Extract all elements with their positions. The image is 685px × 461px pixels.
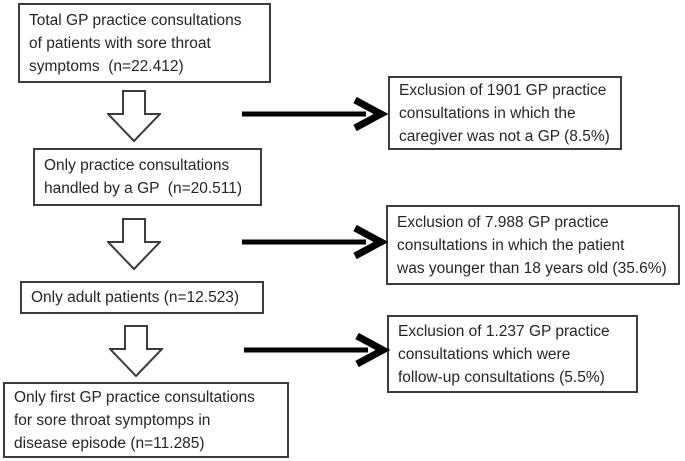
down-arrow-icon	[105, 218, 163, 276]
flow-step-gp-handled: Only practice consultations handled by a…	[33, 148, 262, 206]
right-arrow-icon	[242, 332, 391, 373]
exclusion-box-non-gp-caregiver: Exclusion of 1901 GP practice consultati…	[388, 76, 622, 150]
flow-step-total-consultations: Total GP practice consultations of patie…	[18, 3, 271, 83]
right-arrow-icon	[240, 224, 389, 265]
down-arrow-icon	[107, 325, 165, 383]
right-arrow-icon	[240, 96, 389, 137]
flow-step-first-consultations: Only first GP practice consultations for…	[3, 382, 289, 458]
exclusion-box-follow-up: Exclusion of 1.237 GP practice consultat…	[387, 315, 638, 393]
flow-step-adult-patients: Only adult patients (n=12.523)	[20, 281, 264, 314]
exclusion-box-under-18: Exclusion of 7.988 GP practice consultat…	[386, 205, 680, 285]
down-arrow-icon	[105, 90, 163, 148]
